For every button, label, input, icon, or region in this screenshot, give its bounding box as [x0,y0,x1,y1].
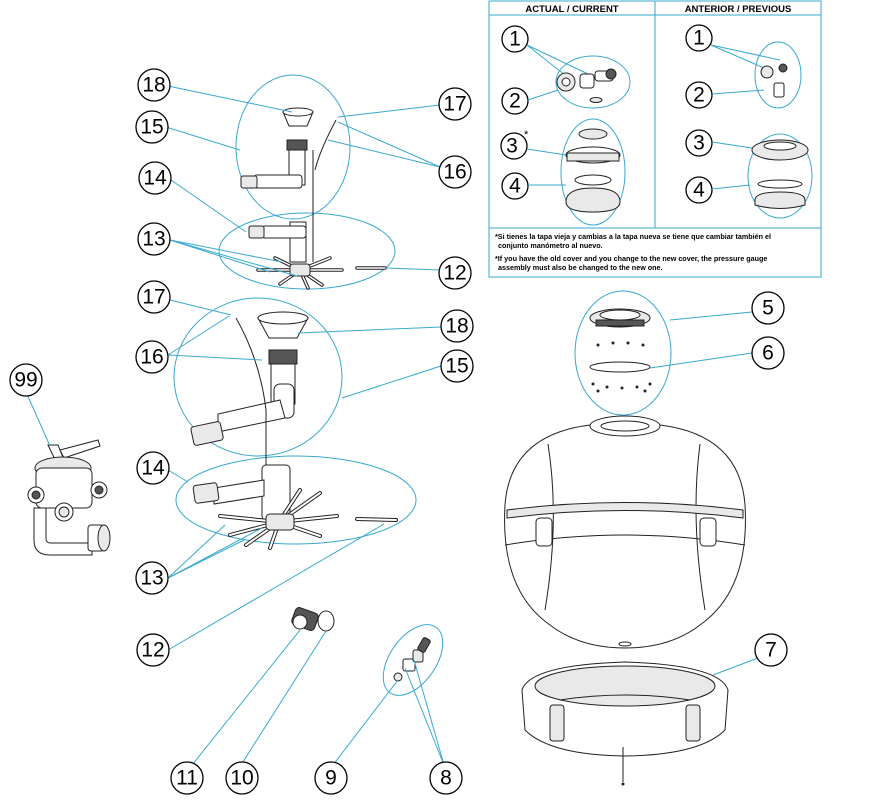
comparison-panel: ACTUAL / CURRENT ANTERIOR / PREVIOUS 1 2… [488,0,822,278]
callout-10: 10 [225,761,259,795]
svg-text:14: 14 [141,457,165,480]
svg-text:3: 3 [506,135,518,158]
callout-17-lower: 17 [137,280,171,314]
svg-text:99: 99 [14,369,37,392]
previous-marker-3: 3 [685,129,713,157]
svg-text:15: 15 [140,116,163,139]
svg-text:18: 18 [142,74,165,97]
upper-collector-assembly [218,74,396,290]
svg-text:4: 4 [693,179,705,202]
svg-text:6: 6 [762,342,774,365]
callout-5: 5 [751,291,785,325]
previous-gauge-parts [760,63,788,98]
previous-cover [751,139,809,209]
filter-tank [504,290,746,786]
previous-header: ANTERIOR / PREVIOUS [685,4,792,15]
callout-14-lower: 14 [136,451,170,485]
actual-cover [565,128,621,213]
callout-8: 8 [429,761,463,795]
callout-6: 6 [751,336,785,370]
note-es-line-2: conjunto manómetro al nuevo. [498,241,603,250]
callout-99: 99 [9,363,43,397]
union-fitting [291,607,335,632]
actual-header: ACTUAL / CURRENT [525,4,618,15]
svg-text:16: 16 [140,346,163,369]
note-en-line-2: assembly must also be changed to the new… [498,263,663,272]
previous-marker-2: 2 [685,81,713,109]
actual-gauge-parts [556,68,617,103]
previous-marker-1: 1 [685,24,713,52]
svg-text:5: 5 [762,297,774,320]
callout-16-lower: 16 [135,340,169,374]
callout-9: 9 [314,761,348,795]
callout-13-lower: 13 [135,561,169,595]
callout-15-lower: 15 [440,349,474,383]
callout-17-upper: 17 [438,87,472,121]
svg-text:13: 13 [140,567,163,590]
svg-text:10: 10 [230,767,253,790]
svg-text:9: 9 [325,767,337,790]
actual-marker-3: 3 * [500,129,529,160]
svg-text:3: 3 [693,132,705,155]
callout-15-upper: 15 [135,110,169,144]
svg-text:15: 15 [445,355,468,378]
svg-text:2: 2 [509,90,521,113]
previous-marker-4: 4 [685,176,713,204]
svg-text:17: 17 [142,286,165,309]
svg-text:8: 8 [440,767,452,790]
callout-12-upper: 12 [438,256,472,290]
callout-18-upper: 18 [137,68,171,102]
callout-12-lower: 12 [136,633,170,667]
callout-11: 11 [170,761,204,795]
svg-text:2: 2 [693,84,705,107]
svg-text:11: 11 [176,767,198,790]
svg-text:1: 1 [693,27,705,50]
svg-text:12: 12 [141,639,164,662]
callout-13-upper: 13 [137,222,171,256]
svg-text:12: 12 [443,262,466,285]
drain-assembly [382,624,444,696]
actual-marker-2: 2 [501,87,529,115]
svg-text:4: 4 [509,175,521,198]
callout-14-upper: 14 [138,161,172,195]
note-en-line-1: *If you have the old cover and you chang… [495,254,767,263]
callout-16-upper: 16 [438,155,472,189]
svg-text:18: 18 [445,315,468,338]
svg-text:17: 17 [443,93,466,116]
actual-marker-1: 1 [501,25,529,53]
svg-text:14: 14 [143,167,167,190]
svg-text:1: 1 [509,28,521,51]
svg-text:13: 13 [142,228,165,251]
callout-18-lower: 18 [440,309,474,343]
svg-text:7: 7 [765,639,777,662]
actual-marker-4: 4 [501,172,529,200]
note-es-line-1: *Si tienes la tapa vieja y cambias a la … [495,232,771,241]
callout-7: 7 [754,633,788,667]
svg-text:*: * [524,129,529,141]
lower-collector-assembly [173,297,417,550]
multiport-valve [27,439,111,556]
svg-text:16: 16 [443,161,466,184]
